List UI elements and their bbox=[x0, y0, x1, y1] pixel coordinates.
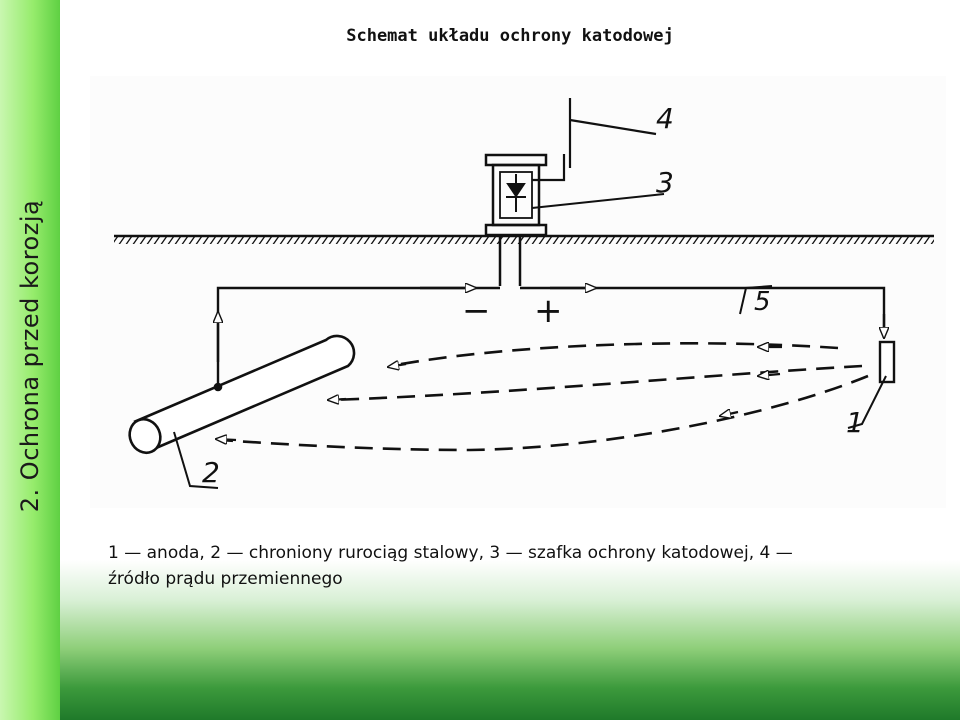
cathodic-protection-diagram: − + 5 bbox=[114, 98, 934, 489]
label-5-group: 5 bbox=[739, 285, 773, 317]
ground-surface bbox=[114, 234, 934, 244]
diode-icon bbox=[506, 174, 526, 212]
minus-sign: − bbox=[462, 291, 491, 331]
bottom-gradient bbox=[60, 560, 960, 720]
ac-source-line bbox=[532, 98, 657, 182]
anode-leader bbox=[847, 375, 887, 429]
negative-cable bbox=[218, 288, 500, 386]
plus-sign: + bbox=[534, 291, 563, 331]
side-bar: 2. Ochrona przed korozją bbox=[0, 0, 60, 720]
positive-cable bbox=[520, 288, 884, 338]
label-2: 2 bbox=[202, 456, 220, 489]
label-1: 1 bbox=[846, 406, 864, 439]
diagram-panel: − + 5 bbox=[90, 76, 946, 508]
anode bbox=[847, 340, 896, 429]
label-3: 3 bbox=[656, 166, 674, 199]
section-title: 2. Ochrona przed korozją bbox=[16, 199, 44, 513]
current-flow bbox=[219, 342, 869, 452]
flow-arrows bbox=[216, 347, 782, 440]
label-5: 5 bbox=[754, 287, 771, 317]
cabinet-leader bbox=[531, 193, 665, 209]
steel-pipeline bbox=[128, 334, 356, 489]
label-4: 4 bbox=[656, 102, 674, 135]
diagram-caption: 1 — anoda, 2 — chroniony rurociąg stalow… bbox=[108, 543, 793, 589]
slide-title: Schemat układu ochrony katodowej bbox=[346, 26, 674, 46]
protection-cabinet bbox=[484, 153, 548, 286]
pipeline-leader bbox=[173, 431, 219, 489]
